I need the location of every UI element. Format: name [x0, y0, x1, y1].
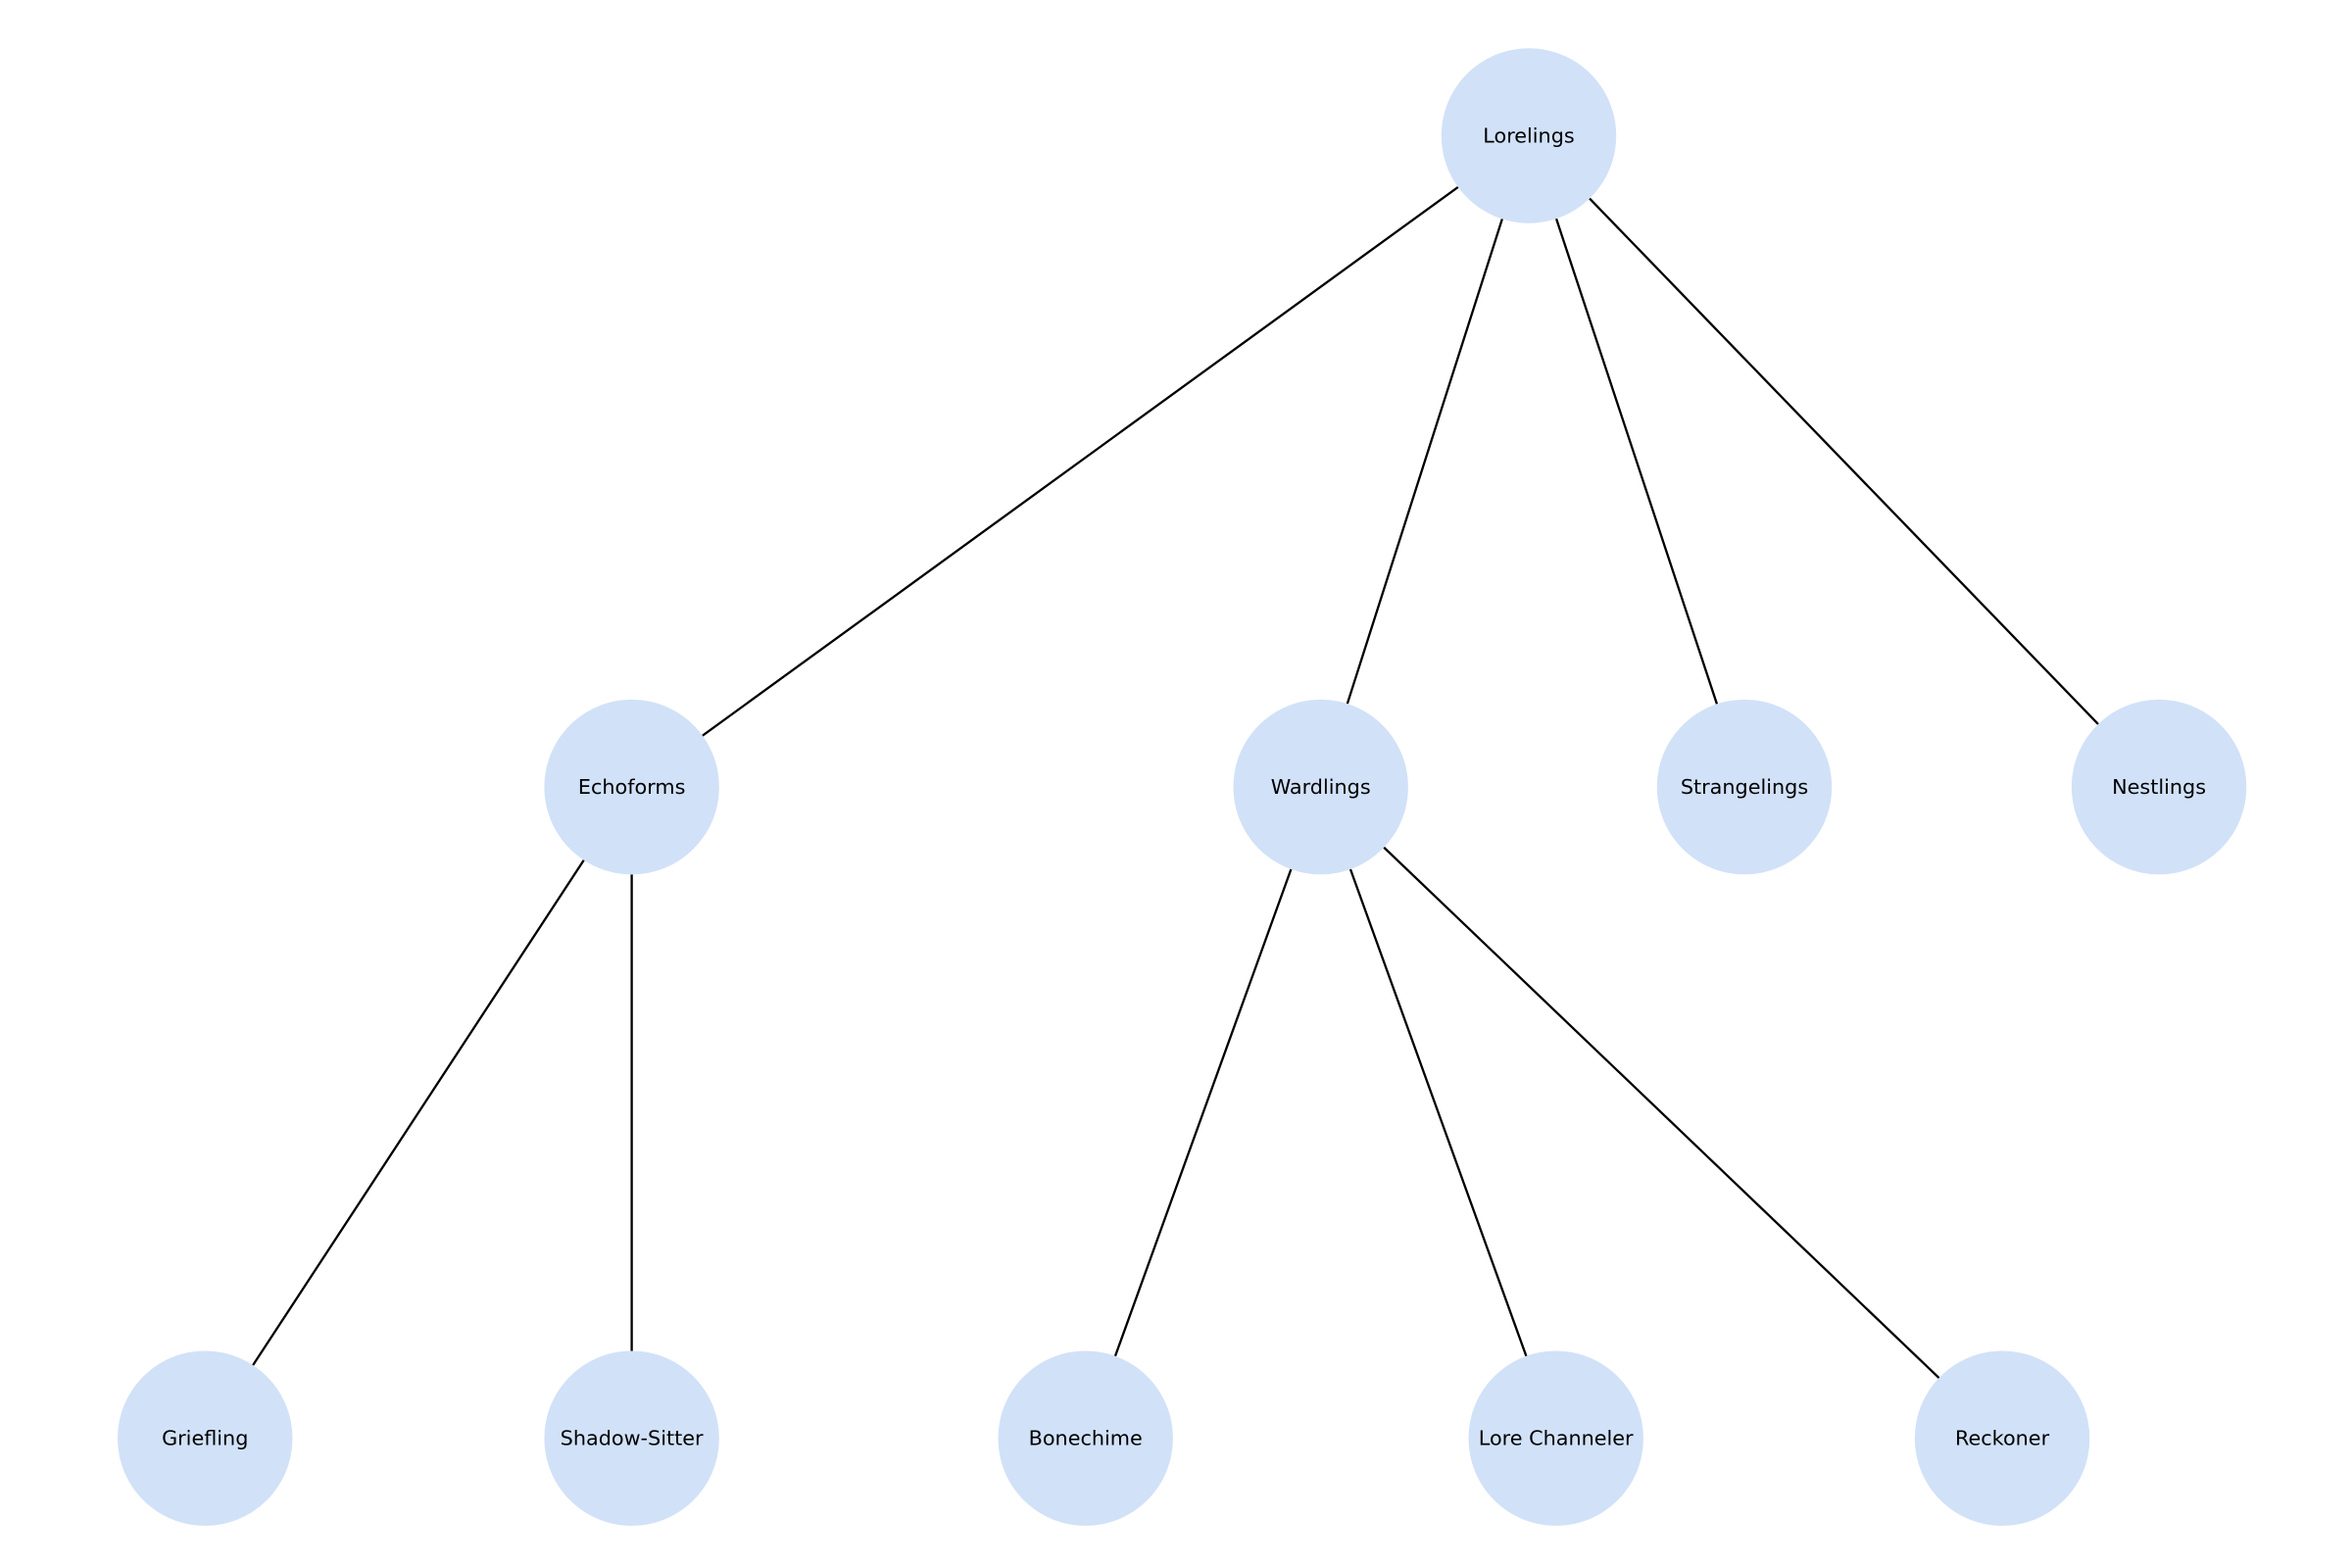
- edge-wardlings-bonechime: [1113, 868, 1293, 1357]
- node-bonechime: Bonechime: [998, 1350, 1173, 1526]
- node-circle: [1468, 1350, 1643, 1526]
- node-label: Nestlings: [2112, 775, 2206, 799]
- node-label: Lore Channeler: [1479, 1427, 1634, 1450]
- node-label: Griefling: [162, 1427, 248, 1450]
- node-shadow-sitter: Shadow-Sitter: [544, 1350, 719, 1526]
- node-label: Reckoner: [1955, 1427, 2050, 1450]
- edge-echoforms-griefling: [252, 859, 585, 1366]
- edge-lorelings-echoforms: [702, 185, 1459, 737]
- node-label: Echoforms: [578, 775, 686, 799]
- node-circle: [544, 699, 719, 875]
- node-wardlings: Wardlings: [1233, 699, 1408, 875]
- node-circle: [998, 1350, 1173, 1526]
- node-circle: [1656, 699, 1833, 875]
- edge-wardlings-reckoner: [1383, 846, 1940, 1379]
- node-nestlings: Nestlings: [2071, 699, 2247, 875]
- node-label: Bonechime: [1029, 1427, 1143, 1450]
- node-circle: [118, 1350, 293, 1526]
- node-circle: [1914, 1350, 2090, 1526]
- node-reckoner: Reckoner: [1914, 1350, 2090, 1526]
- node-label: Lorelings: [1483, 123, 1574, 147]
- node-strangelings: Strangelings: [1656, 699, 1833, 875]
- edge-lorelings-wardlings: [1346, 219, 1503, 705]
- edge-lorelings-nestlings: [1589, 197, 2099, 725]
- node-circle: [1233, 699, 1408, 875]
- node-label: Strangelings: [1681, 775, 1808, 799]
- edge-wardlings-lore-channeler: [1348, 868, 1528, 1357]
- node-echoforms: Echoforms: [544, 699, 719, 875]
- node-lorelings: Lorelings: [1441, 48, 1617, 223]
- node-griefling: Griefling: [118, 1350, 293, 1526]
- node-circle: [2071, 699, 2247, 875]
- node-label: Wardlings: [1271, 775, 1371, 799]
- node-circle: [544, 1350, 719, 1526]
- edge-lorelings-strangelings: [1554, 218, 1719, 705]
- node-circle: [1441, 48, 1617, 223]
- node-lore-channeler: Lore Channeler: [1468, 1350, 1643, 1526]
- node-label: Shadow-Sitter: [561, 1427, 704, 1450]
